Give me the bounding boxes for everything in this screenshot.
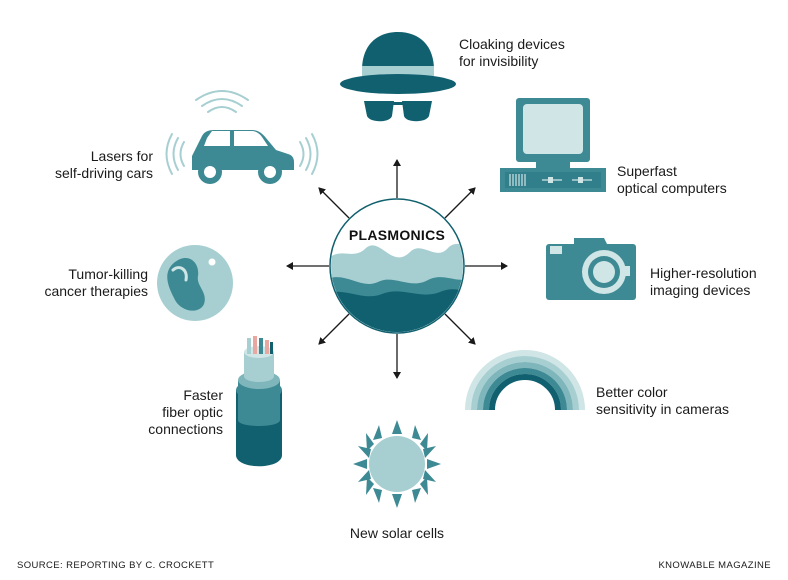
arrow-up-left [318, 187, 350, 219]
sun-icon [353, 420, 441, 508]
arrow-down-right [444, 313, 476, 345]
arrow-up-right [444, 187, 476, 219]
source-credit: SOURCE: REPORTING BY C. CROCKETT [17, 560, 215, 571]
plasmonics-hub: PLASMONICS [329, 198, 465, 334]
rainbow-arc-icon [465, 350, 585, 411]
hat-sunglasses-icon [340, 32, 456, 122]
label-color: Better color sensitivity in cameras [596, 384, 730, 417]
car-icon [165, 90, 319, 184]
label-cloaking: Cloaking devices for invisibility [459, 36, 565, 69]
arrow-down-left [318, 313, 350, 345]
label-computers: Superfast optical computers [617, 163, 727, 196]
label-fiber: Faster fiber optic connections [148, 387, 223, 437]
fiber-cable-icon [236, 336, 282, 467]
camera-icon [546, 238, 636, 300]
publisher-credit: KNOWABLE MAGAZINE [658, 560, 771, 571]
computer-icon [500, 98, 606, 192]
hub-title: PLASMONICS [349, 227, 445, 243]
connector-arrows [286, 159, 508, 379]
label-solar: New solar cells [349, 525, 445, 541]
cell-sphere-icon [157, 245, 233, 321]
label-tumor: Tumor-killing cancer therapies [44, 266, 148, 299]
label-lasers: Lasers for self-driving cars [54, 148, 153, 181]
label-imaging: Higher-resolution imaging devices [650, 265, 757, 298]
